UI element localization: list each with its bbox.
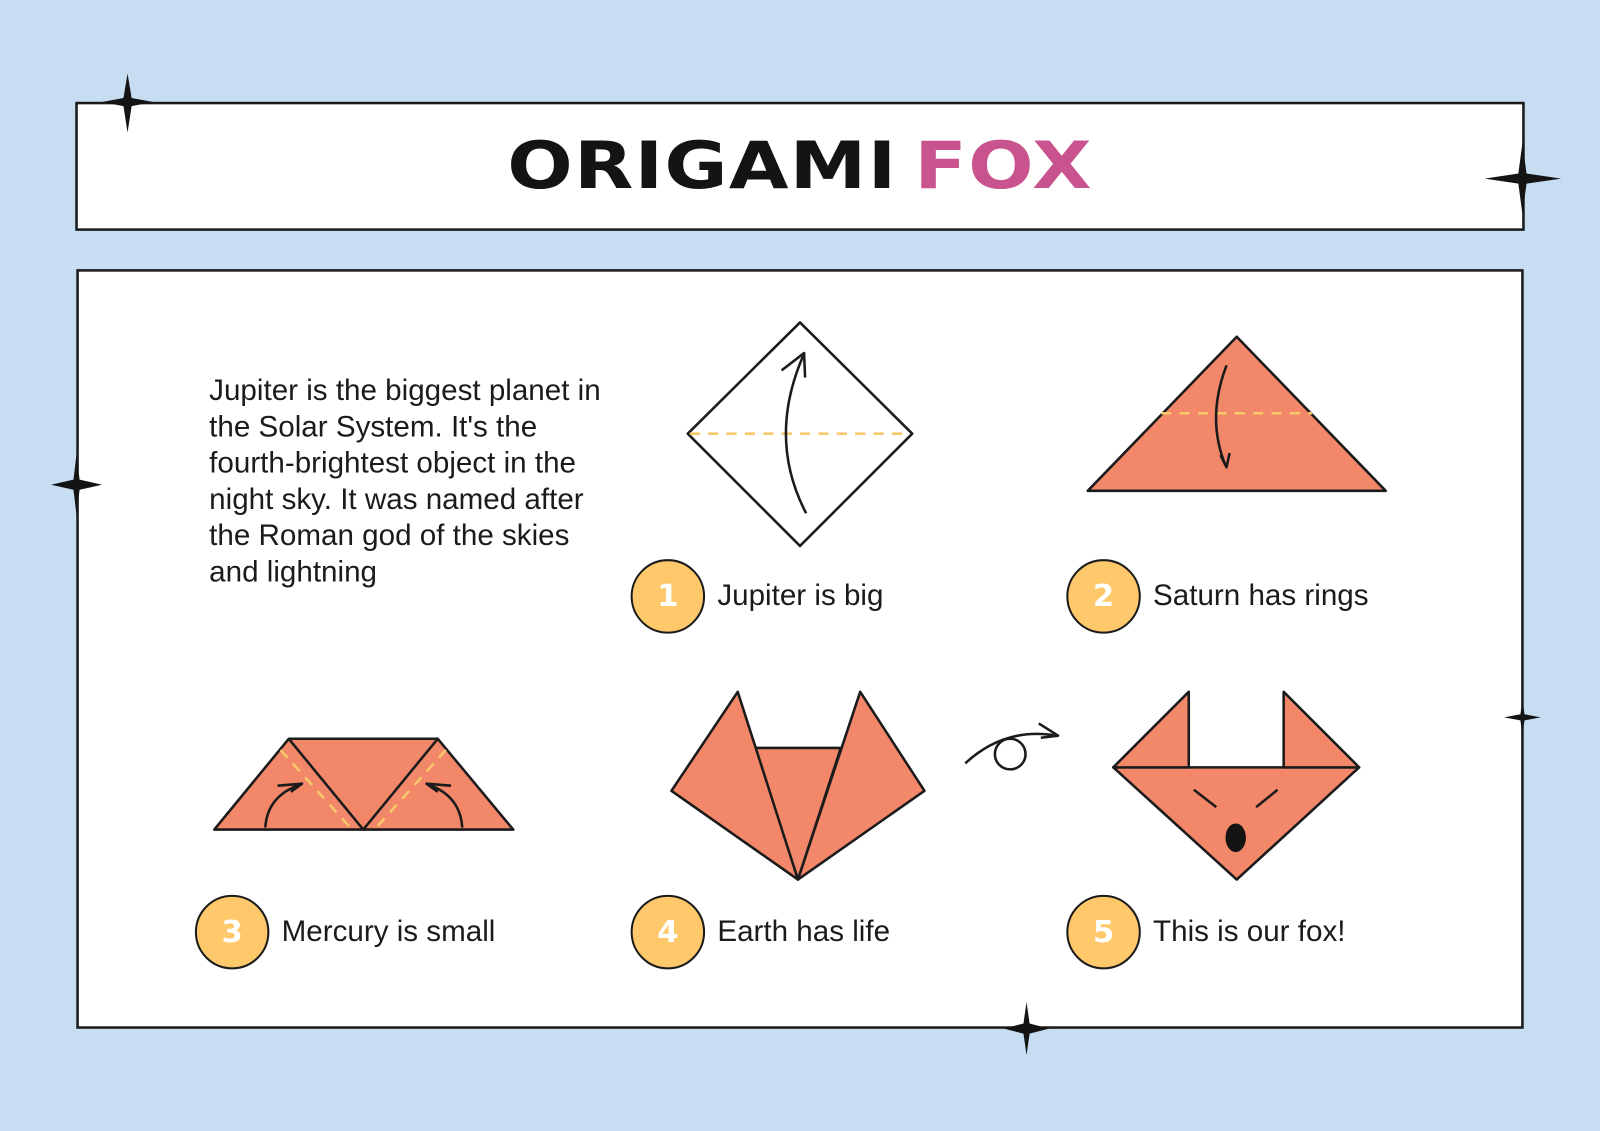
- step-label: This is our fox!: [1153, 915, 1346, 948]
- sparkle-icon: [1004, 1002, 1049, 1056]
- step-label: Mercury is small: [281, 915, 496, 948]
- step-number-badge: 1: [630, 559, 706, 634]
- step-4: 4 Earth has life: [630, 894, 891, 970]
- step-number-badge: 3: [194, 894, 270, 970]
- sparkle-icon: [1484, 142, 1562, 215]
- step-label: Jupiter is big: [717, 579, 884, 613]
- title-part-1: ORIGAMI: [507, 128, 898, 204]
- step-5-diagram: [1111, 690, 1361, 881]
- step-number-badge: 4: [630, 894, 706, 970]
- page-title: ORIGAMI FOX: [0, 102, 1600, 230]
- step-3: 3 Mercury is small: [194, 894, 496, 970]
- step-5: 5 This is our fox!: [1066, 894, 1346, 970]
- step-2: 2 Saturn has rings: [1066, 559, 1369, 634]
- step-1: 1 Jupiter is big: [630, 559, 884, 634]
- sparkle-icon: [102, 73, 154, 133]
- sparkle-icon: [51, 454, 103, 516]
- step-number-badge: 5: [1066, 894, 1141, 970]
- sparkle-icon: [1504, 698, 1541, 735]
- step-3-diagram: [213, 737, 515, 831]
- step-label: Saturn has rings: [1153, 579, 1369, 613]
- description: Jupiter is the biggest planet in the Sol…: [209, 374, 601, 589]
- step-label: Earth has life: [717, 915, 891, 948]
- sparkle-icons: [51, 73, 1562, 1056]
- title-panel: [75, 101, 1525, 231]
- step-2-diagram: [1086, 335, 1387, 493]
- step-4-diagram: [670, 690, 1060, 881]
- title-part-2: FOX: [914, 128, 1093, 204]
- step-number-badge: 2: [1066, 559, 1141, 634]
- step-1-diagram: [686, 321, 914, 548]
